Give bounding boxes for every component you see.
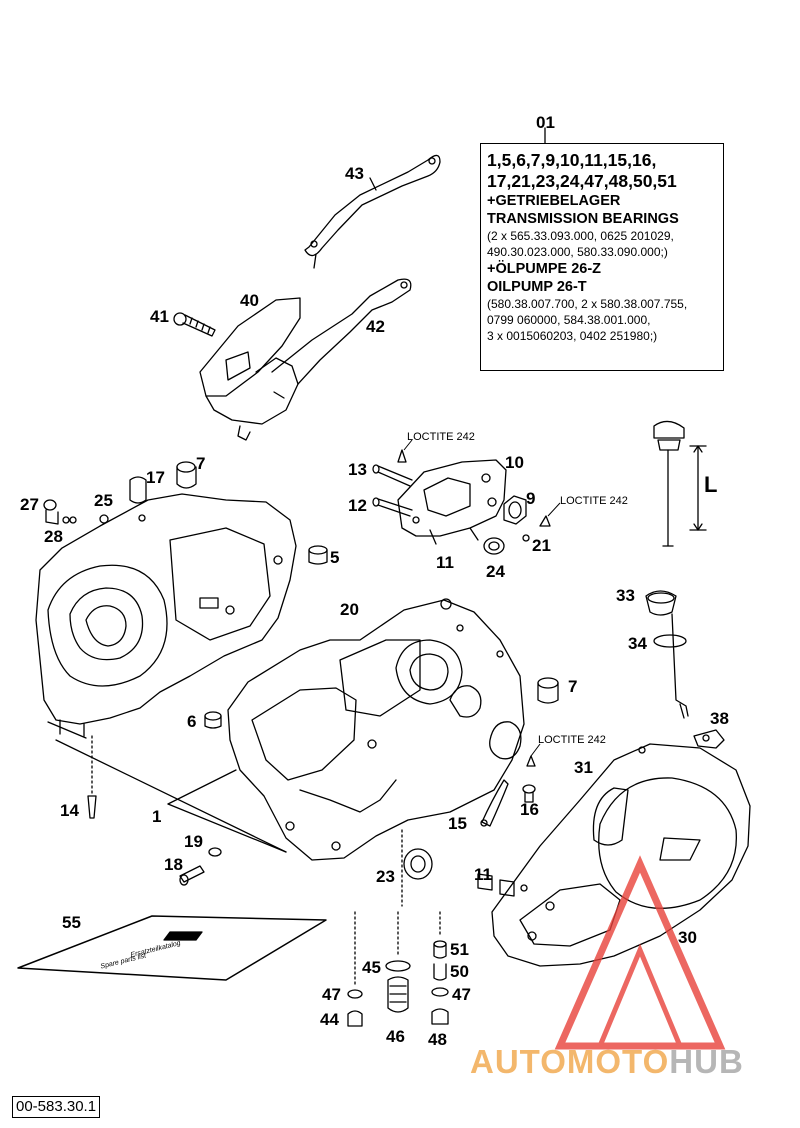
callout-34: 34 [628,634,647,653]
callout-31: 31 [574,758,593,777]
loctite-note-mid: LOCTITE 242 [538,734,606,746]
callout-19: 19 [184,832,203,851]
callout-24: 24 [486,562,505,581]
loctite-mid-leader [530,743,541,757]
callout-6: 6 [187,712,197,731]
kit-bearings-de: +GETRIEBELAGER [487,193,621,209]
kit-parts-line-2: 17,21,23,24,47,48,50,51 [487,171,677,191]
bracket-43-drawing [304,154,441,269]
bushings-6-7-drawing [204,677,559,729]
callout-41: 41 [150,307,169,326]
kit-bearings-en: TRANSMISSION BEARINGS [487,211,679,227]
document-number: 00-583.30.1 [12,1096,101,1118]
callout-40: 40 [240,291,259,310]
loctite-note-top: LOCTITE 242 [407,431,475,443]
callout-dipstick-length: L [704,472,718,497]
assembly-leader-lines [55,739,403,907]
kit-oilpump-de: +ÖLPUMPE 26-Z [487,261,602,277]
callout-47-left: 47 [322,985,341,1004]
kit-contents-box: 1,5,6,7,9,10,11,15,16, 17,21,23,24,47,48… [480,143,724,371]
kit-oilpump-list-2: 0799 060000, 584.38.001.000, [487,313,651,327]
callout-48: 48 [428,1030,447,1049]
kit-bearings-list-2: 490.30.023.000, 580.33.090.000;) [487,245,668,259]
callout-11-top: 11 [436,553,454,572]
oil-pump-drawing [372,449,551,555]
watermark-brand-part1: AUTOMOTO [470,1043,670,1080]
callout-18: 18 [164,855,183,874]
callout-7-right: 7 [568,677,578,696]
callout-17: 17 [146,468,165,487]
kit-oilpump-en: OILPUMP 26-T [487,279,587,295]
drain-plug-14-drawing [87,735,97,819]
kit-bearings-list-1: (2 x 565.33.093.000, 0625 201029, [487,229,674,243]
manual-55-shape [17,915,327,981]
parts-11-15-16-drawing [477,755,536,897]
watermark-brand-part2: HUB [669,1043,744,1080]
callout-30: 30 [678,928,697,947]
watermark-triangle-logo [554,855,726,1050]
callout-55: 55 [62,913,81,932]
callout-25: 25 [94,491,113,510]
callout-28: 28 [44,527,63,546]
clutch-cover-drawing [491,743,751,967]
callout-1: 1 [152,807,162,826]
clip-38-drawing [693,729,725,749]
guide-40-42-drawing [199,278,412,441]
infobox-number: 01 [536,113,555,132]
kit-oilpump-list-3: 3 x 0015060203, 0402 251980;) [487,329,658,343]
small-parts-top-left [43,461,197,525]
callout-5: 5 [330,548,340,567]
callout-16: 16 [520,800,539,819]
kit-oilpump-list-1: (580.38.007.700, 2 x 580.38.007.755, [487,297,688,311]
callout-46: 46 [386,1027,405,1046]
manual-logo-mark [163,931,203,941]
parts-18-19-23-drawing [179,847,433,886]
callout-15: 15 [448,814,467,833]
loctite-note-right: LOCTITE 242 [560,495,628,507]
bushing-5-drawing [308,545,328,565]
callout-11-bottom: 11 [474,865,492,884]
callout-9: 9 [526,489,536,508]
loctite-top-leader [403,439,413,451]
bolt-41-drawing [173,312,216,337]
callout-12: 12 [348,496,367,515]
callout-14: 14 [60,801,79,820]
left-crankcase-drawing [35,493,297,739]
callout-33: 33 [616,586,635,605]
callout-27: 27 [20,495,39,514]
dipstick-drawing [653,420,707,547]
callout-20: 20 [340,600,359,619]
watermark-brand: AUTOMOTOHUB [470,1044,744,1080]
callout-42: 42 [366,317,385,336]
callout-10: 10 [505,453,524,472]
callout-43: 43 [345,164,364,183]
callout-47-right: 47 [452,985,471,1004]
callout-44: 44 [320,1010,339,1029]
callout-21: 21 [532,536,551,555]
kit-parts-line-1: 1,5,6,7,9,10,11,15,16, [487,150,657,170]
loctite-right-leader [547,502,561,517]
callout-7-top: 7 [196,454,206,473]
callout-13: 13 [348,460,367,479]
callout-50: 50 [450,962,469,981]
strainer-parts-drawing [347,911,449,1027]
right-crankcase-drawing [227,598,525,861]
callout-51: 51 [450,940,469,959]
filler-plug-drawing [645,590,689,719]
callout-23: 23 [376,867,395,886]
callout-45: 45 [362,958,381,977]
callout-38: 38 [710,709,729,728]
